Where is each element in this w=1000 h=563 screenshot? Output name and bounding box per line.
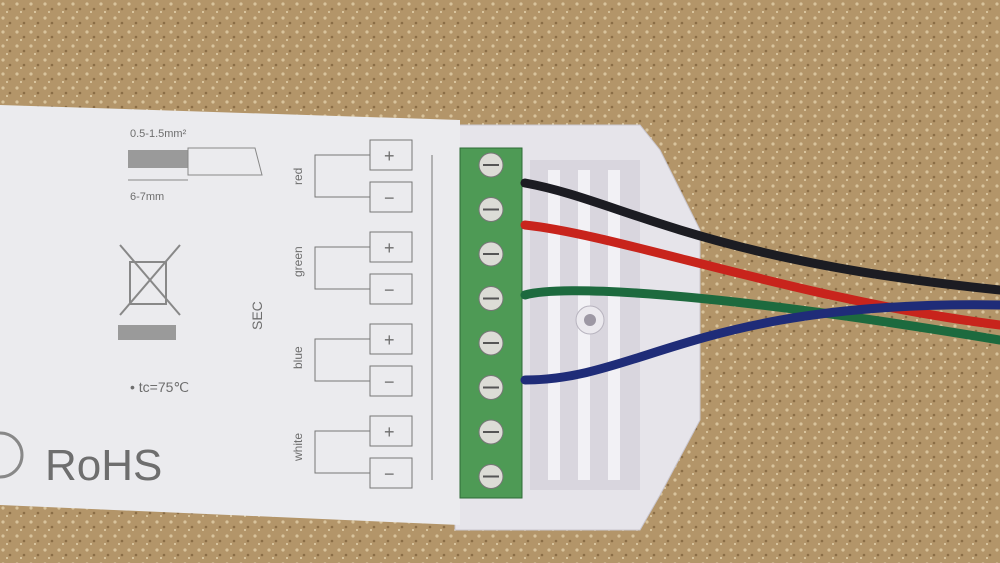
driver-housing [0, 105, 460, 525]
channel-label: white [291, 433, 305, 462]
terminal-block [459, 147, 523, 499]
channel-label: green [291, 246, 305, 277]
plus-sign: + [384, 330, 395, 350]
wire-spec-text: 0.5-1.5mm² [130, 128, 187, 140]
wire-blue [520, 300, 1000, 385]
wire-black [520, 178, 1000, 295]
minus-sign: − [384, 188, 395, 208]
temperature-text: • tc=75℃ [130, 379, 189, 395]
wire-outline [187, 147, 263, 176]
wires [520, 178, 1000, 385]
channel-green: + − green [291, 231, 413, 305]
strip-indicator [128, 150, 188, 168]
plus-sign: + [384, 238, 395, 258]
minus-sign: − [384, 280, 395, 300]
sec-label: SEC [249, 301, 265, 330]
strip-length-text: 6-7mm [130, 191, 164, 203]
channel-blue: + − blue [291, 323, 413, 397]
plus-sign: + [384, 422, 395, 442]
logo-mark [0, 431, 24, 479]
channel-label: blue [291, 346, 305, 369]
channel-white: + − white [291, 415, 413, 489]
wire-green [520, 286, 1000, 345]
wire-red [520, 220, 1000, 330]
channel-label: red [291, 168, 305, 185]
plus-sign: + [384, 146, 395, 166]
weee-bin-icon [119, 244, 181, 316]
led-circuit [314, 338, 370, 382]
led-circuit [314, 154, 370, 198]
minus-sign: − [384, 372, 395, 392]
minus-sign: − [384, 464, 395, 484]
channel-schematic: + − red + − green + − blue + − white [291, 139, 433, 489]
led-circuit [314, 430, 370, 474]
channel-red: + − red [291, 139, 413, 213]
weee-bar [118, 325, 176, 340]
led-circuit [314, 246, 370, 290]
rohs-text: RoHS [45, 441, 162, 490]
